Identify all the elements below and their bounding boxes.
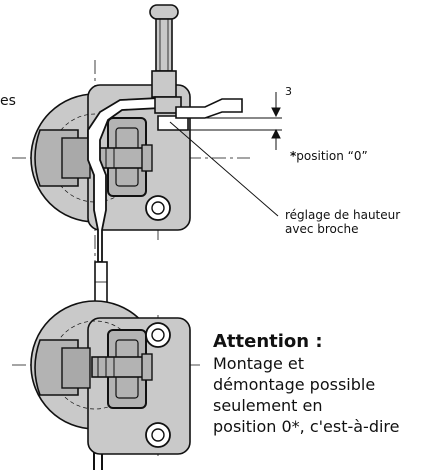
dimension-label: 3 (285, 85, 292, 98)
position-text: position “0” (296, 149, 368, 163)
position-label: *position “0” (290, 149, 368, 164)
cut-off-label: es (0, 93, 16, 109)
height-adjustment-label: réglage de hauteur avec broche (285, 208, 401, 237)
height-label-line-2: avec broche (285, 221, 359, 236)
height-pin (149, 4, 243, 131)
leader-lines (169, 117, 282, 217)
lower-hinge-block (91, 329, 153, 409)
height-label-line-1: réglage de hauteur (285, 208, 401, 222)
dimension-arrows (271, 92, 281, 150)
upper-hinge-block (91, 117, 153, 197)
upper-mounting-hole (145, 195, 171, 221)
note-title: Attention : (213, 331, 323, 352)
position-asterisk: * (290, 149, 297, 163)
note-body: Montage et démontage possible seulement … (213, 354, 400, 436)
attention-note: Attention : Montage et démontage possibl… (213, 330, 435, 437)
lower-mounting-holes (145, 322, 171, 448)
